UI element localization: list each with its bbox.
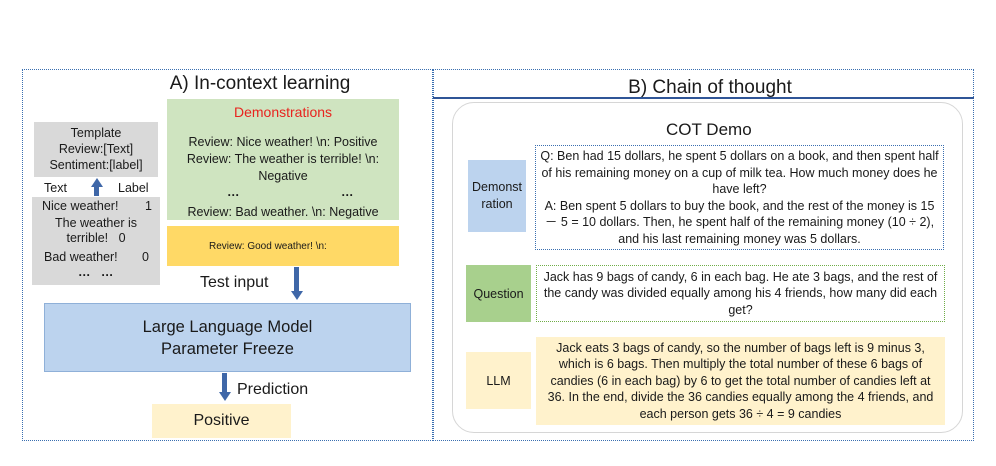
demo-line-3: Negative [258, 169, 308, 183]
panel-in-context-learning [22, 69, 433, 441]
table-row: The weather is terrible! 0 [32, 216, 160, 248]
table-row: Nice weather! 1 [42, 199, 158, 215]
prediction-arrow-shaft [222, 373, 227, 393]
column-text-label: Text [44, 181, 67, 195]
prediction-box: Positive [152, 404, 291, 438]
demonstrations-box: Demonstrations Review: Nice weather! \n:… [167, 99, 399, 220]
title-underline [433, 97, 974, 99]
arrow-up-shaft [94, 186, 99, 196]
demonstration-question: Q: Ben had 15 dollars, he spent 5 dollar… [540, 149, 939, 196]
panel-chain-of-thought [433, 69, 974, 441]
demo-line-2: Review: The weather is terrible! \n: [186, 152, 380, 166]
llm-text: Jack eats 3 bags of candy, so the number… [547, 340, 934, 421]
prediction-value: Positive [193, 412, 250, 429]
llm-line-1: Large Language Model [142, 317, 313, 336]
test-input-label: Test input [200, 274, 269, 291]
row-label: 0 [118, 231, 126, 245]
demonstration-label-box: Demonst ration [468, 160, 526, 232]
llm-label-box: LLM [466, 352, 531, 409]
arrow-down-shaft [294, 267, 299, 292]
data-table: Nice weather! 1 The weather is terrible!… [32, 197, 160, 285]
cot-demo-container [452, 102, 963, 433]
demonstration-label-2: ration [481, 197, 513, 211]
llm-label: LLM [486, 373, 511, 388]
question-text: Jack has 9 bags of candy, 6 in each bag.… [543, 269, 938, 317]
prediction-label: Prediction [237, 381, 309, 398]
llm-line-2: Parameter Freeze [161, 339, 294, 358]
demonstrations-title: Demonstrations [233, 104, 333, 120]
template-title: Template [70, 126, 122, 140]
demo-ellipsis-left: … [227, 185, 240, 199]
demonstration-label-1: Demonst [471, 180, 523, 194]
test-review-box: Review: Good weather! \n: [167, 226, 399, 266]
demonstration-text-box: Q: Ben had 15 dollars, he spent 5 dollar… [535, 145, 944, 250]
question-label-box: Question [466, 265, 531, 322]
question-text-box: Jack has 9 bags of candy, 6 in each bag.… [536, 265, 945, 322]
arrow-down-head [290, 291, 303, 300]
demonstration-answer: A: Ben spent 5 dollars to buy the book, … [544, 198, 935, 246]
column-label-label: Label [118, 181, 149, 195]
table-row: Bad weather! 0 [44, 250, 160, 266]
table-ellipsis: … … [78, 265, 114, 279]
demo-line-4: Review: Bad weather. \n: Negative [187, 205, 379, 219]
template-box: Template Review:[Text] Sentiment:[label] [34, 122, 158, 177]
row-label: 0 [142, 250, 149, 264]
panel-a-title: A) In-context learning [169, 73, 351, 94]
row-label: 1 [145, 199, 152, 213]
llm-text-box: Jack eats 3 bags of candy, so the number… [536, 337, 945, 425]
test-review-text: Review: Good weather! \n: [209, 240, 327, 252]
template-review: Review:[Text] [58, 142, 134, 156]
cot-demo-title: COT Demo [666, 120, 752, 139]
arrow-up-head [90, 178, 103, 187]
row-text: The weather is [55, 216, 137, 230]
panel-b-title: B) Chain of thought [628, 77, 792, 98]
row-text: Bad weather! [44, 250, 118, 264]
prediction-arrow-head [218, 392, 231, 401]
llm-box: Large Language Model Parameter Freeze [44, 303, 411, 372]
question-label: Question [473, 286, 524, 301]
demo-line-1: Review: Nice weather! \n: Positive [188, 135, 378, 149]
row-text: Nice weather! [42, 199, 119, 213]
template-sentiment: Sentiment:[label] [49, 158, 143, 172]
row-text-2: terrible! [66, 231, 109, 245]
demo-ellipsis-right: … [341, 185, 354, 199]
